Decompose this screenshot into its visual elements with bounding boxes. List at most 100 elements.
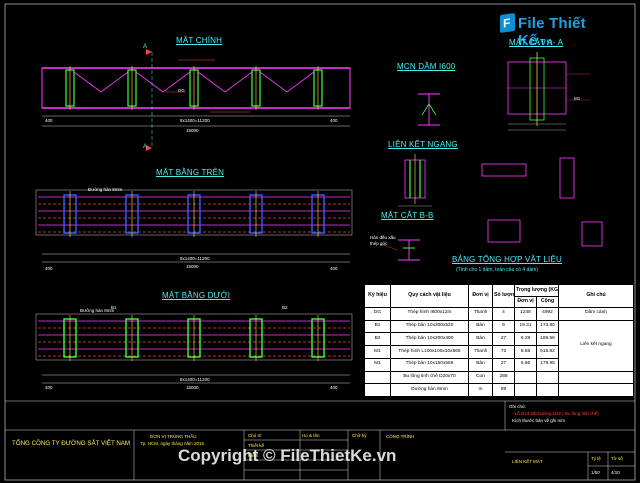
cell-qty: 288: [492, 370, 515, 385]
dim-left-top: 400: [45, 266, 53, 271]
cell-unit: Con: [468, 370, 493, 385]
cell-qty: 27: [492, 357, 515, 372]
bracing-member: [73, 71, 129, 93]
elevation-stiffeners: [65, 66, 323, 110]
th-unit-weight: Đơn vị: [514, 296, 537, 308]
label-b1: B1: [111, 305, 117, 310]
role-chu-tri: Chủ trì: [248, 433, 262, 438]
dim-spacing-main: 8x1400=11200: [180, 118, 210, 123]
sheet-label: Tờ số: [611, 456, 623, 461]
table-row: DG Thép hình I600x12m Thanh 4 1248 4992 …: [364, 307, 634, 321]
cell-unit-weight: 6.28: [514, 332, 537, 347]
cell-spec: Thép hình L100x100x10x566: [390, 345, 469, 359]
title-main-elevation: MẶT CHÍNH: [176, 36, 223, 45]
th-unit: Đơn vị: [468, 284, 493, 308]
dim-spacing-top: 8x1400=11200: [180, 256, 210, 261]
table-row: Bu lông tinh chế D20x70 Con 288: [364, 370, 634, 385]
cell-note: [558, 370, 634, 385]
title-block-frame: [5, 400, 635, 480]
role-thiet-ke: Thiết kế: [248, 443, 265, 448]
title-section-bb: MẶT CẮT B-B: [381, 211, 434, 220]
plate-m1-detail: [559, 157, 575, 199]
weld-callout-bb: Hàn đều xấu: [370, 235, 396, 240]
dim-right-top: 400: [330, 266, 338, 271]
cell-total-weight: 4992: [536, 307, 559, 321]
table-note: (Tính cho 1 dầm, toàn cầu có 4 dầm): [456, 267, 538, 273]
notes-line-1: - Lỗ D23 bắt bulông D22 ( Bu lông tinh c…: [512, 411, 599, 416]
site-logo: F File Thiết Kế.vn: [500, 11, 612, 49]
sheet-value: 4/10: [611, 470, 620, 475]
organization-name: TỔNG CÔNG TY ĐƯỜNG SẮT VIỆT NAM: [12, 440, 131, 447]
bottom-plan-stiffeners: [63, 315, 325, 361]
title-cross-bracing: LIÊN KẾT NGANG: [388, 140, 458, 149]
bracing-member: [135, 71, 191, 93]
cell-unit: Thanh: [468, 307, 493, 321]
cell-spec: Thép bản 10x150x566: [390, 357, 469, 372]
i-beam-cross-section: [418, 93, 440, 126]
cell-note: [558, 383, 634, 397]
cell-unit: Thanh: [468, 345, 493, 359]
dim-total-top: 15000: [186, 264, 199, 269]
th-weight: Trọng lượng (KG): [514, 284, 559, 297]
weld-callout-top: Đường hàn 8mm: [88, 187, 123, 192]
scale-value: 1/50: [591, 470, 600, 475]
cell-symbol: B1: [364, 319, 391, 334]
th-spec: Quy cách vật liệu: [390, 284, 469, 308]
cell-symbol: DG: [364, 307, 391, 321]
plate-b3-detail: [581, 221, 603, 247]
cell-spec: Đường hàn 8mm: [390, 383, 469, 397]
section-marker-bottom: A: [143, 144, 148, 150]
cell-spec: Thép bản 10x200x400: [390, 332, 469, 347]
label-signature: Chữ ký: [352, 433, 367, 438]
table-row: B1 Thép bản 10x300x520 Bản 9 19.31 173.8…: [364, 319, 634, 372]
cell-symbol: M1: [364, 345, 391, 359]
plate-b2-detail: [481, 163, 527, 177]
bracing-member: [197, 71, 253, 93]
label-m1: M1: [574, 96, 581, 101]
angle-callout-bb: thép góc: [370, 241, 388, 246]
dim-total-main: 15000: [186, 128, 199, 133]
bottom-plan-view: [35, 313, 353, 384]
project-label: ĐƠN VỊ TRÚNG THẦU: [150, 434, 197, 439]
table-row: Đường hàn 8mm m 89: [364, 383, 634, 397]
title-bottom-plan: MẶT BẰNG DƯỚI: [162, 291, 231, 300]
label-dg: DG: [178, 88, 185, 93]
notes-heading: Ghi chú:: [509, 404, 526, 409]
drawing-name: LIÊN KẾT MẶT: [512, 459, 543, 464]
cell-total-weight: 169.56: [536, 332, 559, 347]
cell-unit: Bản: [468, 357, 493, 372]
cell-note: Liên kết ngang: [558, 319, 634, 372]
main-elevation-view: [41, 49, 351, 151]
cell-unit: Bản: [468, 319, 493, 334]
project-date: Tp. HCM, ngày tháng năm 2015: [140, 441, 205, 446]
cell-unit: m: [468, 383, 493, 397]
dim-right-bottom: 400: [330, 385, 338, 390]
cell-unit-weight: [514, 383, 537, 397]
label-project: CÔNG TRÌNH: [386, 434, 415, 439]
cell-unit: Bản: [468, 332, 493, 347]
dim-total-bottom: 15000: [186, 385, 199, 390]
cell-qty: 9: [492, 319, 515, 334]
logo-badge-icon: F: [500, 12, 515, 34]
scale-label: Tỷ lệ: [591, 456, 601, 461]
top-plan-stiffeners: [63, 191, 325, 237]
cell-unit-weight: 6.66: [514, 357, 537, 372]
elevation-outline: [41, 67, 351, 109]
logo-name: File Thiết Kế: [518, 15, 586, 49]
dim-left-bottom: 400: [45, 385, 53, 390]
cell-symbol: [364, 383, 391, 397]
cell-qty: 89: [492, 383, 515, 397]
cell-spec: Thép bản 10x300x520: [390, 319, 469, 334]
title-top-plan: MẶT BẰNG TRÊN: [156, 168, 225, 177]
cell-unit-weight: 8.55: [514, 345, 537, 359]
cell-unit-weight: 19.31: [514, 319, 537, 334]
dim-left-main: 400: [45, 118, 53, 123]
cell-total-weight: 179.95: [536, 357, 559, 372]
cross-bracing-view: [398, 154, 432, 207]
copyright-watermark: Copyright © FileThietKe.vn: [178, 446, 397, 465]
cell-symbol: [364, 370, 391, 385]
table-row: M1 Thép bản 10x150x566 Bản 27 6.66 179.9…: [364, 357, 634, 372]
th-note: Ghi chú: [558, 284, 634, 308]
label-b2: B2: [282, 305, 288, 310]
